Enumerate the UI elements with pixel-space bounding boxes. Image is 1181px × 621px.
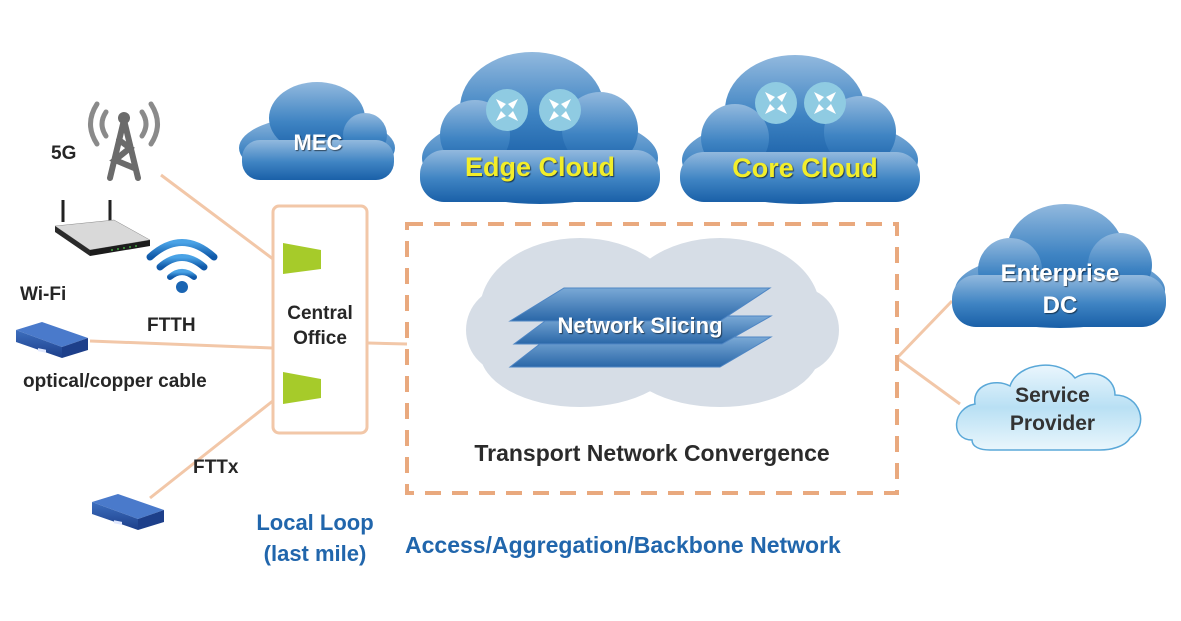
edge-cloud-label: Edge Cloud [465,152,615,182]
service-provider-label-line1: Service [1015,384,1090,407]
router-icon [54,200,151,256]
link-transport-to-enterprise [895,299,954,360]
label-5g: 5G [51,143,77,164]
link-5g-to-co [160,173,278,264]
core-cloud-router-icons [755,82,846,124]
link-co-to-transport [367,341,408,346]
link-transport-to-service [896,356,961,406]
network-slicing-label: Network Slicing [557,313,723,338]
edge-cloud [420,52,660,204]
core-cloud-label: Core Cloud [732,153,878,183]
modem-ftth-icon [16,322,88,358]
label-wifi: Wi-Fi [20,284,67,305]
link-ftth-to-co [89,339,273,350]
co-port-bottom-icon [283,372,321,404]
network-slicing-stack-icon [508,287,773,368]
modem-fttx-icon [92,494,164,530]
cell-tower-icon [88,101,160,181]
wifi-icon [146,239,218,293]
mec-label: MEC [293,130,343,155]
transport-network-convergence-label: Transport Network Convergence [474,440,830,466]
core-cloud [680,55,920,204]
central-office-label-line1: Central [287,303,353,324]
enterprise-dc-label-line2: DC [1042,292,1078,319]
link-fttx-to-co [149,398,275,500]
service-provider-cloud [955,364,1142,451]
co-port-top-icon [283,243,321,274]
edge-cloud-router-icons [486,89,581,131]
transport-network-box [405,222,899,495]
connection-lines [89,173,961,500]
label-optical-copper-cable: optical/copper cable [23,371,207,392]
enterprise-dc-cloud [952,204,1166,328]
service-provider-label-line2: Provider [1009,412,1096,435]
access-aggregation-backbone-label: Access/Aggregation/Backbone Network [405,532,841,558]
mec-cloud [239,82,395,180]
local-loop-label-line2: (last mile) [263,541,367,566]
enterprise-dc-label-line1: Enterprise [1000,260,1120,287]
local-loop-label-line1: Local Loop [256,510,374,535]
label-fttx: FTTx [193,457,239,478]
label-ftth: FTTH [147,315,196,336]
central-office-label-line2: Office [293,328,347,349]
